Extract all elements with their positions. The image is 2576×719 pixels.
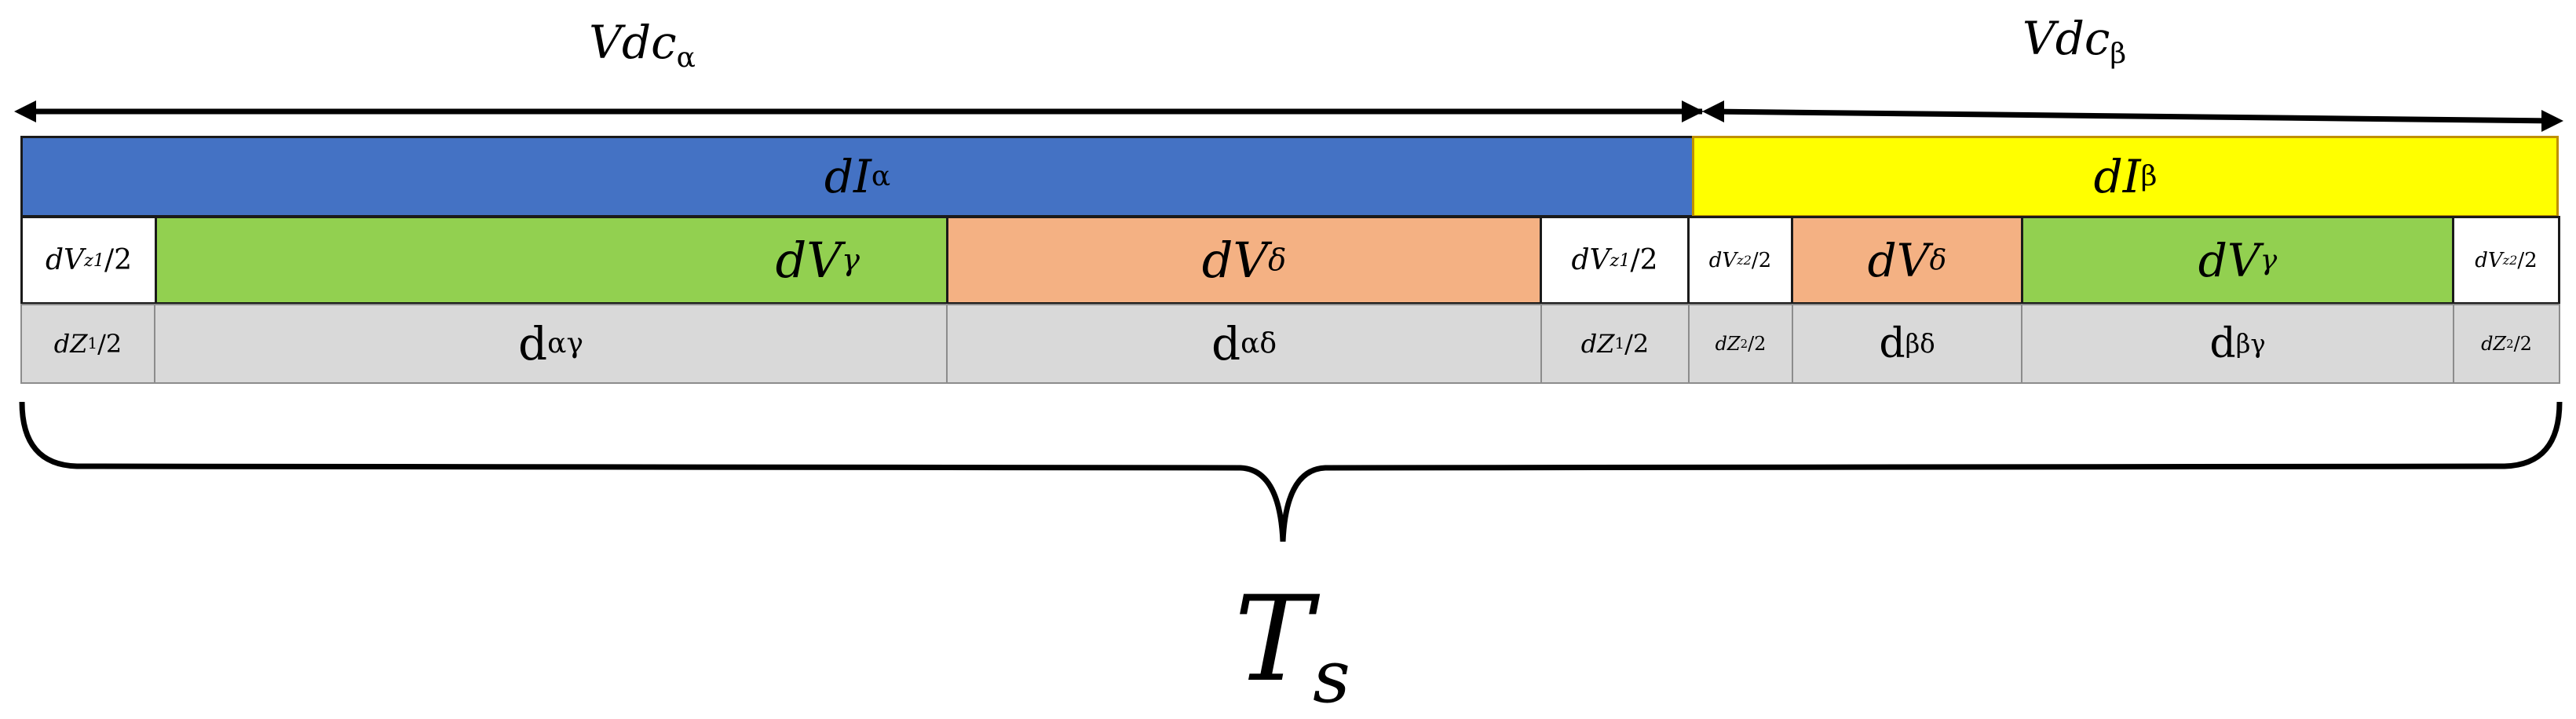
duty-tail: /2 [1748,333,1767,355]
vdc-alpha-label: Vdcα [446,16,839,71]
vdc-alpha-main: Vdc [589,16,677,69]
duty-tail: /2 [97,329,122,359]
duty-main: dZ [2481,333,2507,355]
period-brace [19,401,2563,542]
voltage-tail: /2 [2517,248,2538,272]
voltage-main: dV [45,244,85,276]
vdc-alpha-arrow [14,100,1704,122]
duty-main: d [518,317,548,370]
voltage-tail: /2 [104,244,133,276]
voltage-main: dV [1708,248,1737,272]
duty-main: d [1879,320,1906,367]
voltage-main: dV [1867,233,1930,287]
duty-main: dZ [1715,333,1741,355]
duty-main: dZ [53,329,88,359]
duty-tail: /2 [2513,333,2532,355]
voltage-main: dV [2198,233,2260,287]
vdc-beta-arrow [1702,100,2563,132]
current-beta-main: dI [2093,150,2141,203]
voltage-main: dV [1201,232,1269,289]
vdc-beta-sub: β [2110,37,2127,70]
voltage-tail: /2 [1630,244,1658,276]
voltage-main: dV [2475,248,2503,272]
duty-main: dZ [1580,329,1615,359]
voltage-main: dV [775,232,842,289]
period-label: Ts [1234,581,1350,713]
duty-main: d [1211,317,1241,370]
current-alpha-main: dI [824,150,871,203]
duty-main: d [2209,320,2236,367]
voltage-main: dV [1571,244,1610,276]
vdc-beta-main: Vdc [2022,12,2110,65]
duty-tail: /2 [1624,329,1650,359]
period-sub: s [1313,633,1350,719]
period-main: T [1234,571,1314,708]
voltage-tail: /2 [1751,248,1772,272]
vdc-beta-label: Vdcβ [1878,12,2271,68]
vdc-alpha-sub: α [676,41,696,74]
